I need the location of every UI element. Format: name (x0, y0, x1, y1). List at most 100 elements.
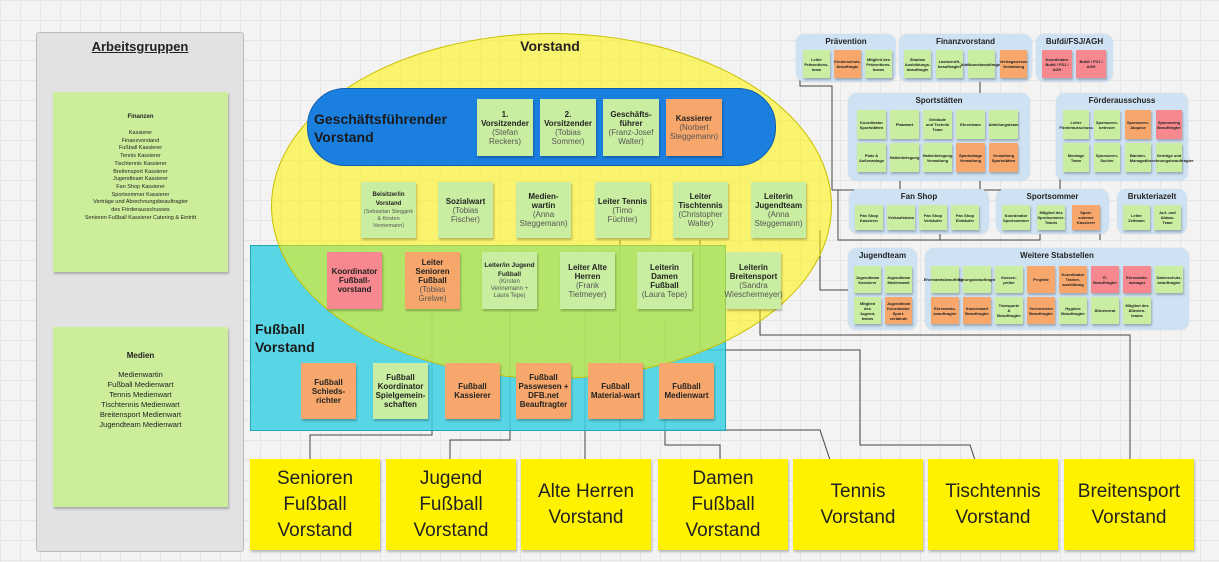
panel-title: Förderausschuss (1088, 96, 1156, 105)
panel-note: Mitglied des Sportsommer-Teams (1037, 205, 1065, 230)
panel-note: Bufdi / FSJ / AGH (1076, 50, 1106, 78)
panel-note: Jugendteam Koordinator Sport-verbände (885, 297, 912, 324)
leiter-note: Leiterin Breitensport(Sandra Wieschermey… (724, 252, 783, 309)
finanzen-item: Fußball Kassierer (118, 145, 163, 152)
panel-note: Fan Shop Verkäufer (919, 205, 947, 230)
medien-item: Jugendteam Medienwart (99, 420, 182, 429)
vorstand-note-title: Beisitzer/in Vorstand (372, 191, 405, 207)
leiter-note: Leiterin Damen Fußball(Laura Tepe) (637, 252, 692, 309)
finanzen-item: Finanzvorstand (121, 137, 160, 144)
vorstand-note-person: (Timo Füchter) (607, 205, 638, 224)
panel-note-title: Ehrenamts-beauftragter (933, 305, 957, 316)
panel-note: Sportanlage Verwaltung (956, 143, 985, 172)
panel-note: Sponsoring Beauftragter (1156, 110, 1182, 139)
fussball-note-title: Fußball Schieds-richter (311, 377, 346, 405)
panel-note: Verkaufsteam (887, 205, 915, 230)
panel-note: Mitglied des Präventions-teams (865, 50, 892, 78)
vorstand-note: Leiterin Jugendteam(Anna Steggemann) (751, 182, 806, 238)
panel-note-title: Transporte & Beauftragter (997, 303, 1021, 318)
panel-note-title: Ältestenrat (1094, 308, 1116, 313)
panel-note: Transporte & Beauftragter (995, 297, 1023, 324)
panel-note-title: Leiter Zeltteam (1128, 212, 1145, 223)
panel-note-title: Projekte (1033, 277, 1049, 282)
panel-title: Sportsommer (1026, 192, 1079, 201)
fussball-note: Fußball Medienwart (659, 363, 714, 419)
panel-note-title: Ehrenamts-manager (1125, 274, 1148, 285)
gf-note: Geschäfts-führer(Franz-Josef Walter) (603, 99, 659, 156)
leiter-note-person: (Sandra Wieschermeyer) (724, 280, 783, 299)
panel-note-title: Kinderschutz-beauftragte (834, 59, 861, 69)
gf-note-title: 2. Vorsitzender (544, 109, 592, 128)
bottom-vorstand-note: Senioren Fußball Vorstand (250, 459, 380, 550)
panel-note: Ehrungsbeauftragte (958, 266, 996, 293)
panel-note: IT-Beauftragter (1091, 266, 1119, 293)
panel-note: Gebäude und Technik Team (923, 110, 952, 139)
fussball-note-title: Fußball Medienwart (664, 382, 709, 400)
panel-note: Sponsoren-Akquise (1125, 110, 1151, 139)
leiter-note-title: Leiter/in Jugend Fußball (484, 262, 535, 278)
panel-note-title: Jubiläumsbeauftragter (959, 61, 1004, 67)
fussball-note-title: Fußball Koordinator Spielgemein-schaften (375, 373, 426, 409)
panel-title: Weitere Stabstellen (1020, 251, 1094, 260)
arbeitsgruppen-title: Arbeitsgruppen (91, 39, 189, 54)
leiter-note-title: Leiterin Breitensport (729, 262, 778, 281)
vorstand-note: Medien-wartin(Anna Steggemann) (516, 182, 571, 238)
gf-note: 2. Vorsitzender(Tobias Sommer) (540, 99, 596, 156)
panel-note-title: Montage Team (1067, 152, 1085, 163)
panel-note-title: Auf- und Abbau-Team (1159, 210, 1176, 225)
vorstand-note: Leiter Tischtennis(Christopher Walter) (673, 182, 728, 238)
bottom-vorstand-note: Damen Fußball Vorstand (658, 459, 788, 550)
gf-note-person: (Franz-Josef Walter) (608, 127, 654, 146)
panel-note: Koordinator Bufdi / FSJ / AGH (1042, 50, 1072, 78)
panel-note: Jubiläumsbeauftragter (960, 50, 1003, 78)
panel-title: Jugendteam (858, 251, 907, 260)
fussball-note: Fußball Schieds-richter (301, 363, 356, 419)
vorstand-title: Vorstand (520, 38, 580, 54)
leiter-note-title: Leiterin Damen Fußball (650, 262, 679, 290)
panel-note: Fan Shop Einkäufer (951, 205, 979, 230)
panel-note-title: Banden-Manager (1129, 152, 1147, 163)
panel-note-title: Jugendteam Kassierer (855, 274, 880, 285)
panel-note: Hallenbelegung Verwaltung (923, 143, 952, 172)
vorstand-note-title: Sozialwart (445, 196, 486, 206)
fussball-note: Fußball Kassierer (445, 363, 500, 419)
panel-note: Jugendteam Kassierer (854, 266, 881, 293)
panel-note-title: Koordinator Bufdi / FSJ / AGH (1045, 56, 1069, 72)
fussball-note-title: Fußball Passwesen + DFB.net Beauftragter (518, 373, 569, 409)
fussball-note: Fußball Koordinator Spielgemein-schaften (373, 363, 428, 419)
gf-note-title: 1. Vorsitzender (481, 109, 529, 128)
leiter-note-title: Leiter Senioren Fußball (415, 258, 450, 285)
panel-note: Datenschutz-beauftragter (1155, 266, 1183, 293)
fussball-note-title: Fußball Kassierer (454, 382, 491, 400)
medien-title: Medien (126, 351, 155, 360)
gf-vorstand-title: Geschäftsführender Vorstand (314, 111, 448, 145)
panel-note-title: Sponsoren-Akquise (1126, 119, 1150, 130)
panel-note-title: Ehrungsbeauftragte (958, 277, 997, 282)
finanzen-item: Senioren Fußball Kassierer Catering & Ei… (84, 214, 197, 221)
panel-note: Jugendteam Medienwart (885, 266, 912, 293)
panel-note: Kassen-prüfer (995, 266, 1023, 293)
leiter-note-person: (Frank Tietmeyer) (568, 280, 607, 299)
panel-title: Fan Shop (900, 192, 938, 201)
panel-note: Ehrenamtsbeauftragte (924, 266, 966, 293)
panel-note-title: Sport-sommer Kassierer (1076, 210, 1096, 225)
panel-note: Ältestenrat (1091, 297, 1119, 324)
panel-title: Prävention (825, 37, 867, 46)
leiter-note-title: Leiter Alte Herren (568, 262, 607, 281)
panel-note-title: Platz & Außenanlage (858, 152, 885, 163)
panel-note: Koordinator Trainer-ausbildung (1059, 266, 1087, 293)
panel-note: Leiter Zeltteam (1123, 205, 1150, 230)
panel-note-title: Hallenbelegung Verwaltung (922, 152, 953, 163)
vorstand-note-title: Leiter Tischtennis (678, 192, 723, 210)
panel-note: Auf- und Abbau-Team (1154, 205, 1181, 230)
panel-note: Koordinator Sportsommer (1002, 205, 1030, 230)
panel-note: Abteilungsteam (989, 110, 1019, 139)
panel-title: Brukteriazelt (1127, 192, 1177, 201)
medien-item: Tennis Medienwart (109, 390, 172, 399)
panel-note-title: Mitglied des Präventions-teams (866, 56, 891, 72)
finanzen-item: Tennis Kassierer (120, 153, 161, 160)
leiter-note: Leiter Alte Herren(Frank Tietmeyer) (560, 252, 615, 309)
